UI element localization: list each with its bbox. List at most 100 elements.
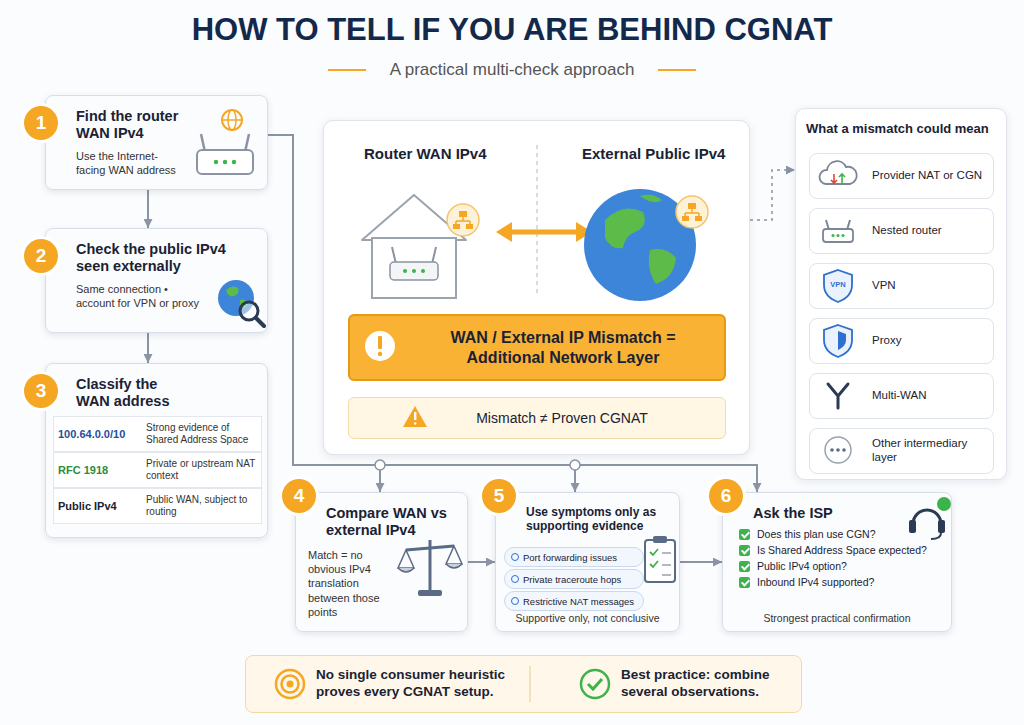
router-icon	[197, 150, 253, 174]
step-body: Same connection • account for VPN or pro…	[76, 282, 199, 311]
house-router-illustration	[362, 195, 479, 298]
router-icon	[223, 160, 227, 164]
symptom-pill: Restrictive NAT messages	[504, 591, 644, 611]
clipboard-icon	[662, 553, 671, 575]
cause-label: Other intermediary layer	[872, 437, 987, 465]
icon-label: VPN	[826, 280, 850, 289]
scales-icon	[398, 540, 462, 596]
more-icon	[830, 448, 834, 452]
panel-heading: External Public IPv4	[582, 145, 725, 162]
alert-icon	[365, 331, 395, 361]
cause-item: Proxy	[809, 318, 994, 364]
symptom-label: Restrictive NAT messages	[523, 596, 634, 607]
subtitle: A practical multi-check approach	[0, 60, 1024, 80]
mismatch-box: WAN / External IP Mismatch = Additional …	[348, 314, 726, 381]
summary-band: No single consumer heuristic proves ever…	[245, 655, 802, 713]
cloud-icon	[819, 161, 856, 184]
panel-divider	[537, 145, 538, 295]
check-circle-icon	[581, 670, 609, 698]
house-router-illustration	[459, 211, 467, 217]
step-box: 6Ask the ISPDoes this plan use CGN?Is Sh…	[722, 492, 952, 632]
panel-title: What a mismatch could mean	[796, 109, 1006, 136]
step-heading: Use symptoms only as supporting evidence	[526, 505, 673, 534]
cause-item: Provider NAT or CGN	[809, 153, 994, 199]
table-row: RFC 1918 Private or upstream NAT context	[53, 452, 262, 488]
step-heading: Classify the WAN address	[76, 376, 187, 411]
double-arrow	[496, 222, 592, 242]
globe-illustration	[584, 189, 696, 301]
router-icon	[197, 110, 253, 174]
table-row: 100.64.0.0/10Strong evidence of Shared A…	[53, 416, 262, 452]
warning-icon	[403, 406, 427, 427]
step-body: Use the Internet-facing WAN address	[76, 149, 185, 178]
meaning-panel: What a mismatch could meanProvider NAT o…	[795, 108, 1007, 480]
double-arrow	[576, 222, 592, 242]
scales-icon	[398, 546, 462, 568]
vpn-shield-icon	[824, 270, 852, 302]
step-heading: Ask the ISP	[753, 505, 941, 522]
nested-router-icon	[823, 229, 853, 242]
target-icon	[282, 676, 299, 693]
step-number: 3	[24, 374, 58, 408]
proxy-shield-icon	[824, 325, 852, 357]
globe-illustration	[685, 209, 699, 216]
check-circle-icon	[588, 679, 602, 689]
double-arrow	[508, 230, 580, 235]
more-icon	[836, 448, 840, 452]
globe-illustration	[584, 189, 708, 301]
scales-icon	[418, 590, 442, 596]
step-number: 5	[482, 479, 516, 513]
mismatch-text: WAN / External IP Mismatch = Additional …	[414, 328, 712, 368]
router-icon	[222, 110, 242, 130]
proxy-shield-icon	[824, 325, 852, 357]
nested-router-icon	[837, 234, 840, 237]
address-range: RFC 1918	[58, 464, 142, 476]
clipboard-icon	[653, 536, 667, 543]
step-footer: Supportive only, not conclusive	[496, 612, 679, 624]
house-router-illustration	[466, 224, 473, 229]
table-row: Public IPv4Public WAN, subject to routin…	[53, 488, 262, 524]
junction-dots	[375, 460, 580, 470]
cause-label: Proxy	[872, 334, 901, 348]
symptom-label: Private traceroute hops	[523, 574, 621, 585]
house-router-illustration	[421, 269, 425, 273]
summary-text: Best practice: combine several observati…	[621, 656, 791, 712]
globe-search-icon	[226, 286, 248, 307]
house-router-illustration	[403, 269, 407, 273]
alert-icon	[365, 331, 395, 361]
scales-icon	[398, 564, 462, 572]
address-range: 100.64.0.0/10	[58, 428, 142, 440]
target-icon	[287, 681, 294, 688]
house-router-illustration	[392, 247, 396, 264]
cloud-icon	[819, 161, 856, 184]
cause-label: Nested router	[872, 224, 942, 238]
cause-label: VPN	[872, 279, 896, 293]
junction-dots	[375, 460, 385, 470]
step-number: 1	[24, 106, 58, 140]
headset-icon	[937, 497, 951, 511]
step-box: 1Find the router WAN IPv4Use the Interne…	[45, 95, 268, 190]
connector	[468, 561, 495, 563]
globe-search-icon	[218, 280, 254, 316]
question-item: Inbound IPv4 supported?	[739, 574, 941, 590]
compare-panel: Router WAN IPv4External Public IPv4WAN /…	[323, 120, 750, 455]
range-meaning: Private or upstream NAT context	[146, 458, 257, 482]
address-range: Public IPv4	[58, 500, 142, 512]
subtitle-dashes	[328, 69, 366, 71]
cause-item: Multi-WAN	[809, 373, 994, 419]
globe-illustration	[605, 195, 676, 284]
fork-icon	[828, 384, 848, 408]
subtitle-dashes	[328, 70, 696, 71]
warning-icon	[414, 412, 416, 420]
band-divider	[529, 666, 531, 702]
router-icon	[201, 134, 205, 152]
connector	[147, 190, 149, 228]
question-item: Does this plan use CGN?	[739, 526, 941, 542]
double-arrow	[496, 222, 512, 242]
headset-icon	[913, 510, 941, 524]
headset-icon	[909, 497, 951, 539]
house-router-illustration	[412, 269, 416, 273]
cause-label: Provider NAT or CGN	[872, 169, 982, 183]
router-icon	[222, 119, 242, 121]
